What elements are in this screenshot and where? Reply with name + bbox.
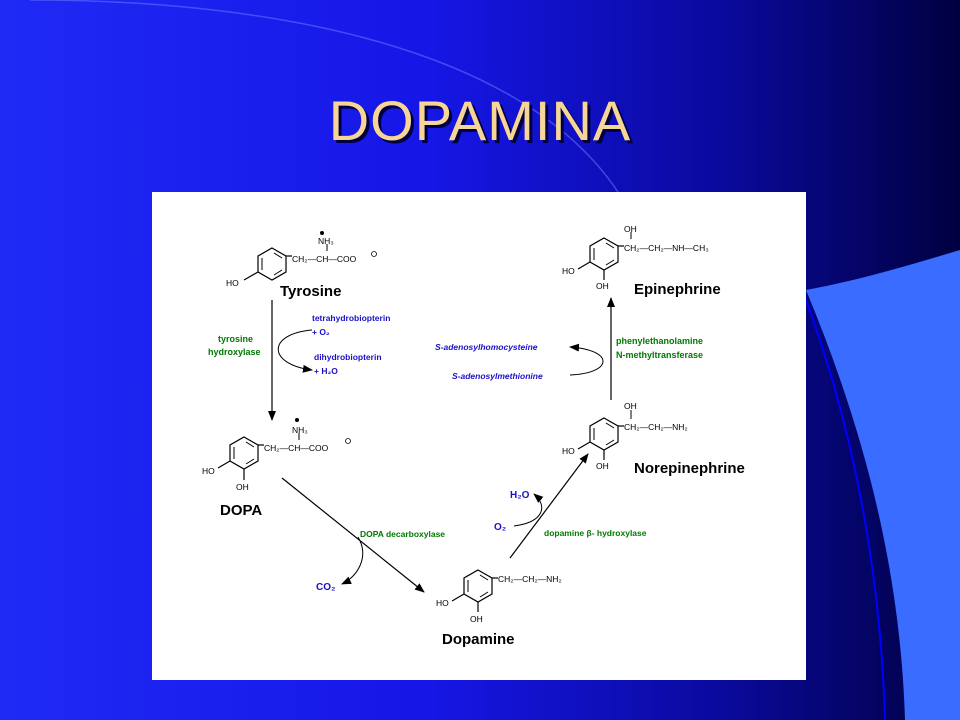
dopa-label: DOPA — [220, 502, 262, 519]
enzyme-dopa-decarboxylase: DOPA decarboxylase — [360, 529, 445, 539]
cofactor-sam: S-adenosylmethionine — [452, 371, 543, 381]
enzyme-dopamine-b-hydroxylase: dopamine β- hydroxylase — [544, 528, 647, 538]
decor-curve-top — [29, 0, 621, 196]
dopamine-structure: HO OH CH₂—CH₂—NH₂ — [436, 569, 562, 624]
enzyme-tyrosine-hydroxylase-line2: hydroxylase — [208, 347, 261, 357]
dopamine-ho-label: HO — [436, 598, 449, 608]
norepinephrine-structure: HO OH OH CH₂—CH₂—NH₂ — [562, 401, 688, 471]
cofactor-sah: S-adenosylhomocysteine — [435, 342, 538, 352]
epinephrine-chain-label: CH₂—CH₂—NH—CH₃ — [624, 243, 709, 253]
epinephrine-ho-label: HO — [562, 266, 575, 276]
epinephrine-structure: HO OH OH CH₂—CH₂—NH—CH₃ — [562, 224, 709, 291]
dopa-structure: HO OH CH₂—CH—COO NH₃ — [202, 418, 351, 492]
decor-swoosh-right — [806, 250, 960, 720]
slide-title: DOPAMINA — [328, 89, 632, 152]
norepinephrine-chain-label: CH₂—CH₂—NH₂ — [624, 422, 688, 432]
tyrosine-nh3-label: NH₃ — [318, 236, 334, 246]
dopamine-label: Dopamine — [442, 631, 515, 648]
dopa-nh3-label: NH₃ — [292, 425, 308, 435]
tyrosine-ho-label: HO — [226, 278, 239, 288]
cofactor-co2: CO₂ — [316, 582, 335, 593]
cofactor-o2: O₂ — [494, 522, 506, 533]
norepinephrine-ho-label: HO — [562, 446, 575, 456]
dopa-ho-label: HO — [202, 466, 215, 476]
norepinephrine-ring-oh-label: OH — [596, 461, 609, 471]
cofactor-arc-co2 — [341, 536, 364, 585]
dopamine-chain-label: CH₂—CH₂—NH₂ — [498, 574, 562, 584]
cofactor-arc-o2 — [513, 493, 544, 527]
arrow-dopamine-to-norepinephrine — [509, 453, 589, 559]
arrow-dopa-to-dopamine — [281, 477, 425, 593]
cofactor-h2o: H₂O — [510, 490, 530, 501]
decor-swoosh-edge — [805, 299, 886, 720]
cofactor-dihydrobiopterin: dihydrobiopterin — [314, 352, 382, 362]
cofactor-arc-sam — [569, 343, 604, 376]
enzyme-tyrosine-hydroxylase-line1: tyrosine — [218, 334, 253, 344]
epinephrine-label: Epinephrine — [634, 281, 721, 298]
norepinephrine-side-oh-label: OH — [624, 401, 637, 411]
tyrosine-chain-label: CH₂—CH—COO — [292, 254, 357, 264]
tyrosine-label: Tyrosine — [280, 283, 341, 300]
enzyme-pnmt-line2: N-methyltransferase — [616, 350, 703, 360]
pathway-figure: HO CH₂—CH—COO NH₃ Tyrosine tyrosine hydr… — [152, 192, 806, 680]
cofactor-arc-biopterin — [278, 329, 313, 373]
enzyme-pnmt-line1: phenylethanolamine — [616, 336, 703, 346]
norepinephrine-label: Norepinephrine — [634, 460, 745, 477]
dopamine-biosynthesis-diagram: HO CH₂—CH—COO NH₃ Tyrosine tyrosine hydr… — [202, 224, 745, 648]
cofactor-tetrahydrobiopterin: tetrahydrobiopterin — [312, 313, 390, 323]
epinephrine-ring-oh-label: OH — [596, 281, 609, 291]
dopamine-oh-label: OH — [470, 614, 483, 624]
dopa-chain-label: CH₂—CH—COO — [264, 443, 329, 453]
dopa-oh-label: OH — [236, 482, 249, 492]
tyrosine-structure: HO CH₂—CH—COO NH₃ — [226, 231, 377, 288]
cofactor-o2-plus: + O₂ — [312, 327, 330, 337]
cofactor-h2o-plus: + H₂O — [314, 366, 338, 376]
epinephrine-side-oh-label: OH — [624, 224, 637, 234]
